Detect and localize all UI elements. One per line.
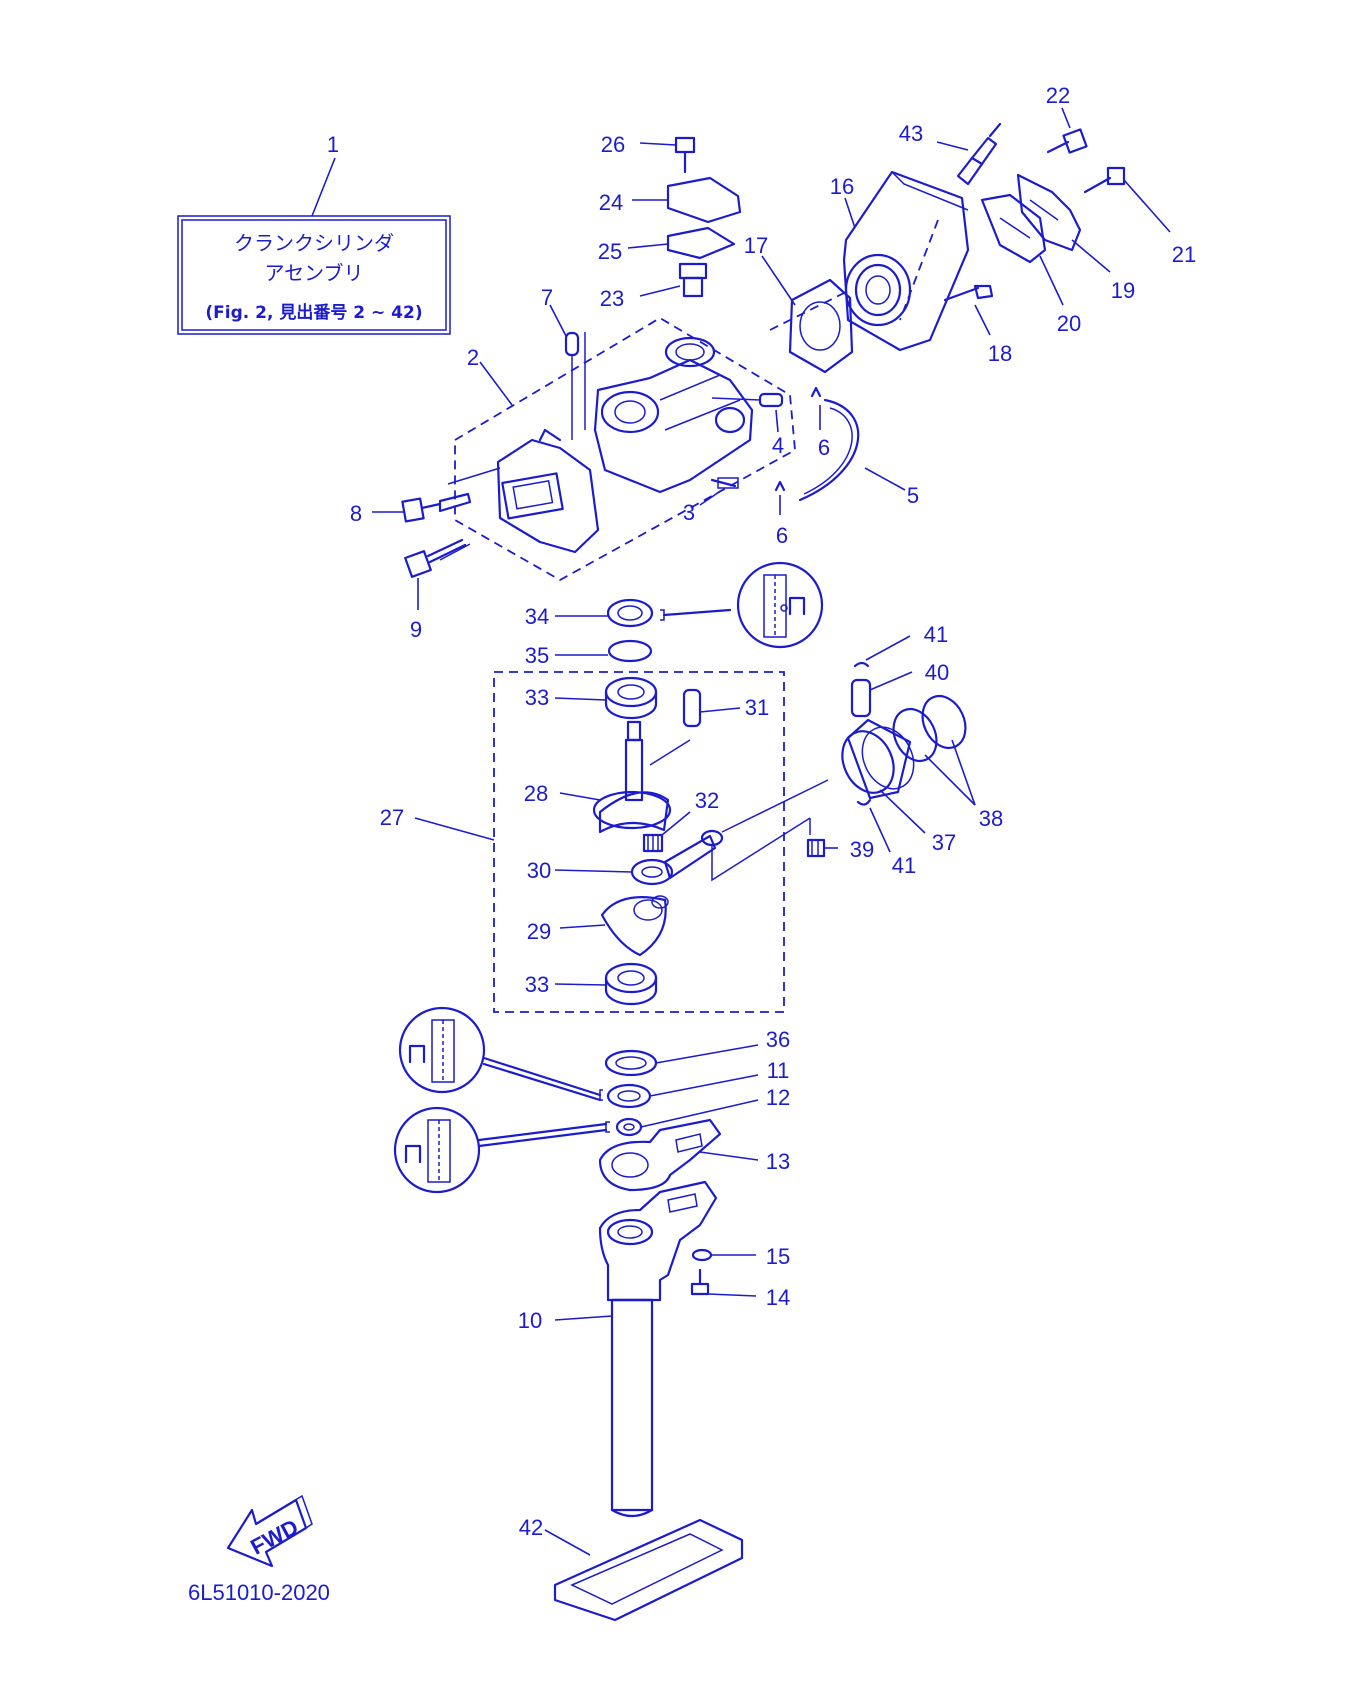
label-9: 9 [410, 617, 422, 642]
label-15: 15 [766, 1244, 790, 1269]
gasket-42 [544, 1518, 744, 1622]
assembly-title-line1: クランクシリンダ [234, 231, 394, 255]
label-36: 36 [766, 1027, 790, 1052]
label-35: 35 [525, 643, 549, 668]
label-38: 38 [979, 806, 1003, 831]
label-30: 30 [527, 858, 551, 883]
label-22: 22 [1046, 83, 1070, 108]
label-23: 23 [600, 286, 624, 311]
label-26: 26 [601, 132, 625, 157]
label-7: 7 [541, 285, 553, 310]
label-8: 8 [350, 501, 362, 526]
bolt-8 [372, 492, 472, 523]
bearing-33-upper [554, 676, 658, 720]
label-31: 31 [745, 695, 769, 720]
label-4: 4 [772, 433, 784, 458]
piston-37 [841, 718, 926, 834]
label-13: 13 [766, 1149, 790, 1174]
upper-casing-10 [554, 1180, 718, 1518]
label-6-lower: 6 [776, 523, 788, 548]
bolt-26 [639, 136, 696, 174]
spark-plug-43 [936, 122, 1002, 186]
gasket-17 [761, 255, 854, 374]
crankshaft-28 [559, 720, 672, 834]
label-11: 11 [767, 1058, 790, 1083]
thermostat-23 [639, 262, 708, 298]
seal-orientation-icon-lower-1 [398, 1006, 602, 1102]
label-25: 25 [598, 239, 622, 264]
label-17: 17 [744, 233, 768, 258]
label-29: 29 [527, 919, 551, 944]
crank-web-29 [559, 895, 669, 957]
gasket-13 [598, 1118, 759, 1192]
drawing-code: 6L51010-2020 [188, 1580, 330, 1605]
label-40: 40 [925, 660, 949, 685]
label-5: 5 [907, 483, 919, 508]
label-1: 1 [327, 132, 339, 157]
bearing-33-lower [554, 962, 658, 1006]
cylinder-head-16 [842, 170, 970, 352]
gasket-25 [627, 226, 736, 260]
label-43: 43 [899, 121, 923, 146]
bolt-18 [943, 284, 994, 336]
label-20: 20 [1057, 311, 1081, 336]
assembly-title-line2: アセンブリ [265, 261, 364, 285]
label-39: 39 [850, 837, 874, 862]
label-12: 12 [766, 1085, 790, 1110]
assembly-title-line3: (Fig. 2, 見出番号 2 ~ 42) [205, 302, 422, 323]
label-2: 2 [467, 345, 479, 370]
label-32: 32 [695, 788, 719, 813]
label-41-upper: 41 [924, 622, 948, 647]
label-28: 28 [524, 781, 548, 806]
label-41-lower: 41 [892, 853, 916, 878]
label-34: 34 [525, 604, 549, 629]
fwd-arrow-icon: FWD [226, 1494, 313, 1568]
seal-orientation-icon [736, 561, 824, 649]
label-33-lower: 33 [525, 972, 549, 997]
label-6-upper: 6 [818, 435, 830, 460]
seal-orientation-icon-lower-2 [393, 1106, 608, 1194]
connecting-rod-30 [554, 779, 829, 886]
label-24: 24 [599, 190, 623, 215]
cylinder-block [593, 336, 754, 494]
label-37: 37 [932, 830, 956, 855]
assembly-callout: 1 クランクシリンダ アセンブリ (Fig. 2, 見出番号 2 ~ 42) [177, 132, 451, 335]
label-21: 21 [1172, 242, 1196, 267]
bolt-9 [404, 538, 471, 610]
label-33-upper: 33 [525, 685, 549, 710]
label-42: 42 [519, 1515, 543, 1540]
needle-bearing-32 [642, 811, 691, 853]
label-16: 16 [830, 174, 854, 199]
label-27: 27 [380, 805, 404, 830]
label-18: 18 [988, 341, 1012, 366]
crankcase-group-outline [454, 316, 796, 582]
label-19: 19 [1111, 278, 1135, 303]
label-3: 3 [683, 500, 695, 525]
label-10: 10 [518, 1308, 542, 1333]
cover-24 [632, 176, 742, 224]
label-14: 14 [766, 1285, 790, 1310]
crankcase-front [496, 428, 600, 554]
